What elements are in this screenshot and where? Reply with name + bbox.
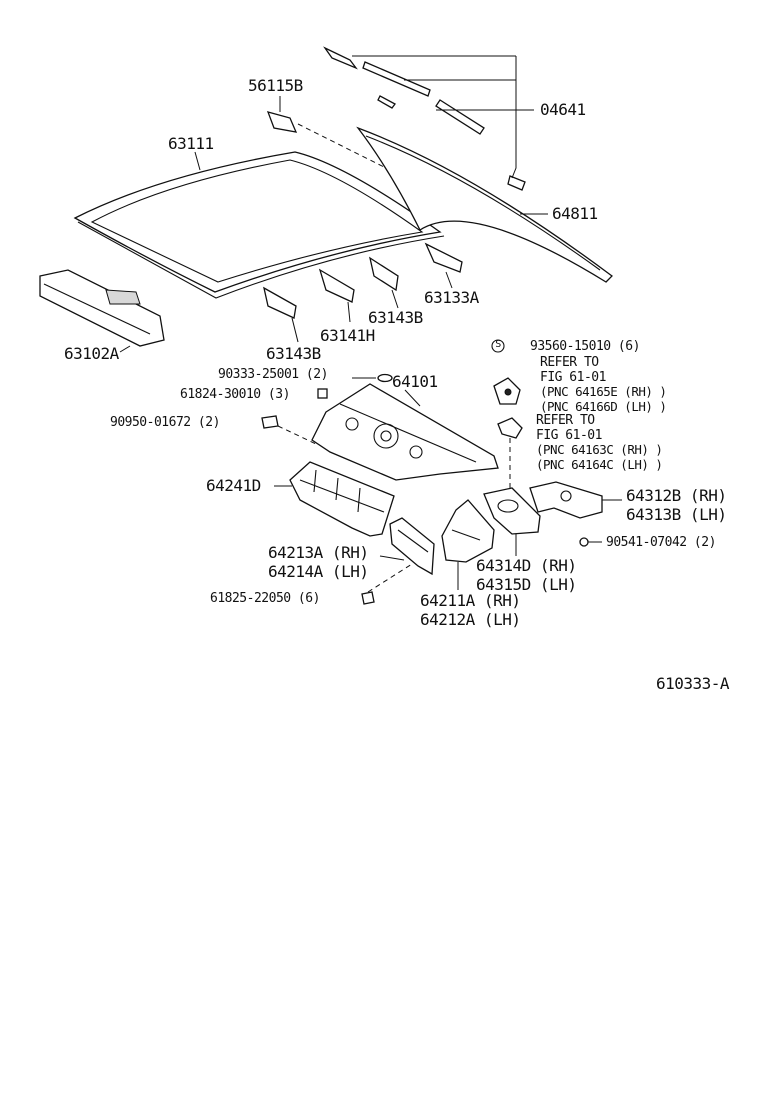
clip-56115B	[266, 96, 471, 211]
panel-64241D	[274, 461, 395, 537]
callout-64315D: 64315D (LH)	[476, 575, 577, 594]
callout-64214A: 64214A (LH)	[268, 562, 369, 581]
bolt-90541	[579, 537, 602, 547]
callout-61824: 61824-30010 (3)	[180, 387, 290, 402]
circled-s-symbol	[491, 339, 505, 353]
callout-63133A: 63133A	[424, 288, 479, 307]
callout-64213A: 64213A (RH)	[268, 543, 369, 562]
callout-90541: 90541-07042 (2)	[606, 535, 716, 550]
callout-64241D: 64241D	[206, 476, 261, 495]
bracket-64312B	[529, 481, 622, 519]
roof-bow-63133A	[424, 242, 463, 289]
callout-64313B: 64313B (LH)	[626, 505, 727, 524]
square-plug-61824	[317, 388, 328, 399]
hole-plug-90950	[261, 415, 317, 445]
callout-64101: 64101	[392, 372, 438, 391]
ref-part-upper	[493, 377, 521, 405]
ref-part-lower	[497, 417, 523, 439]
callout-56115B: 56115B	[248, 76, 303, 95]
back-window-glass-64811	[356, 126, 613, 283]
nut-61825	[361, 563, 413, 605]
callout-64312B: 64312B (RH)	[626, 486, 727, 505]
front-header-63102A	[39, 269, 165, 353]
callout-63143B-upper: 63143B	[368, 308, 423, 327]
package-tray-64101	[311, 383, 499, 481]
refer2-line1: REFER TO	[536, 413, 595, 428]
refer1-line2: FIG 61-01	[540, 370, 606, 385]
callout-04641: 04641	[540, 100, 586, 119]
plug-90333	[352, 373, 393, 383]
callout-63102A: 63102A	[64, 344, 119, 363]
callout-61825: 61825-22050 (6)	[210, 591, 320, 606]
callout-64211A: 64211A (RH)	[420, 591, 521, 610]
refer2-line2: FIG 61-01	[536, 428, 602, 443]
roof-bow-63141H	[318, 268, 355, 323]
roof-bow-63143B-upper	[369, 256, 399, 309]
refer2-line4: (PNC 64164C (LH) )	[536, 457, 663, 472]
callout-90333: 90333-25001 (2)	[218, 367, 328, 382]
callout-64811: 64811	[552, 204, 598, 223]
callout-90950: 90950-01672 (2)	[110, 415, 220, 430]
callout-63111: 63111	[168, 134, 214, 153]
callout-63143B-lower: 63143B	[266, 344, 321, 363]
weatherstrip-set-04641	[323, 46, 534, 191]
refer2-line3: (PNC 64163C (RH) )	[536, 442, 663, 457]
refer1-line4: (PNC 64166D (LH) )	[540, 399, 667, 414]
roof-panel-63111	[73, 151, 445, 299]
bracket-64211A	[441, 499, 495, 590]
callout-93560: 93560-15010 (6)	[530, 339, 640, 354]
bracket-64314D	[483, 438, 541, 556]
callout-63141H: 63141H	[320, 326, 375, 345]
illustration-id: 610333-A	[656, 674, 730, 693]
symbol-s: S	[495, 339, 501, 350]
callout-64314D: 64314D (RH)	[476, 556, 577, 575]
refer1-line1: REFER TO	[540, 355, 599, 370]
refer1-line3: (PNC 64165E (RH) )	[540, 384, 667, 399]
brace-64213A	[379, 517, 435, 576]
roof-bow-63143B-lower	[263, 286, 299, 343]
callout-64212A: 64212A (LH)	[420, 610, 521, 629]
